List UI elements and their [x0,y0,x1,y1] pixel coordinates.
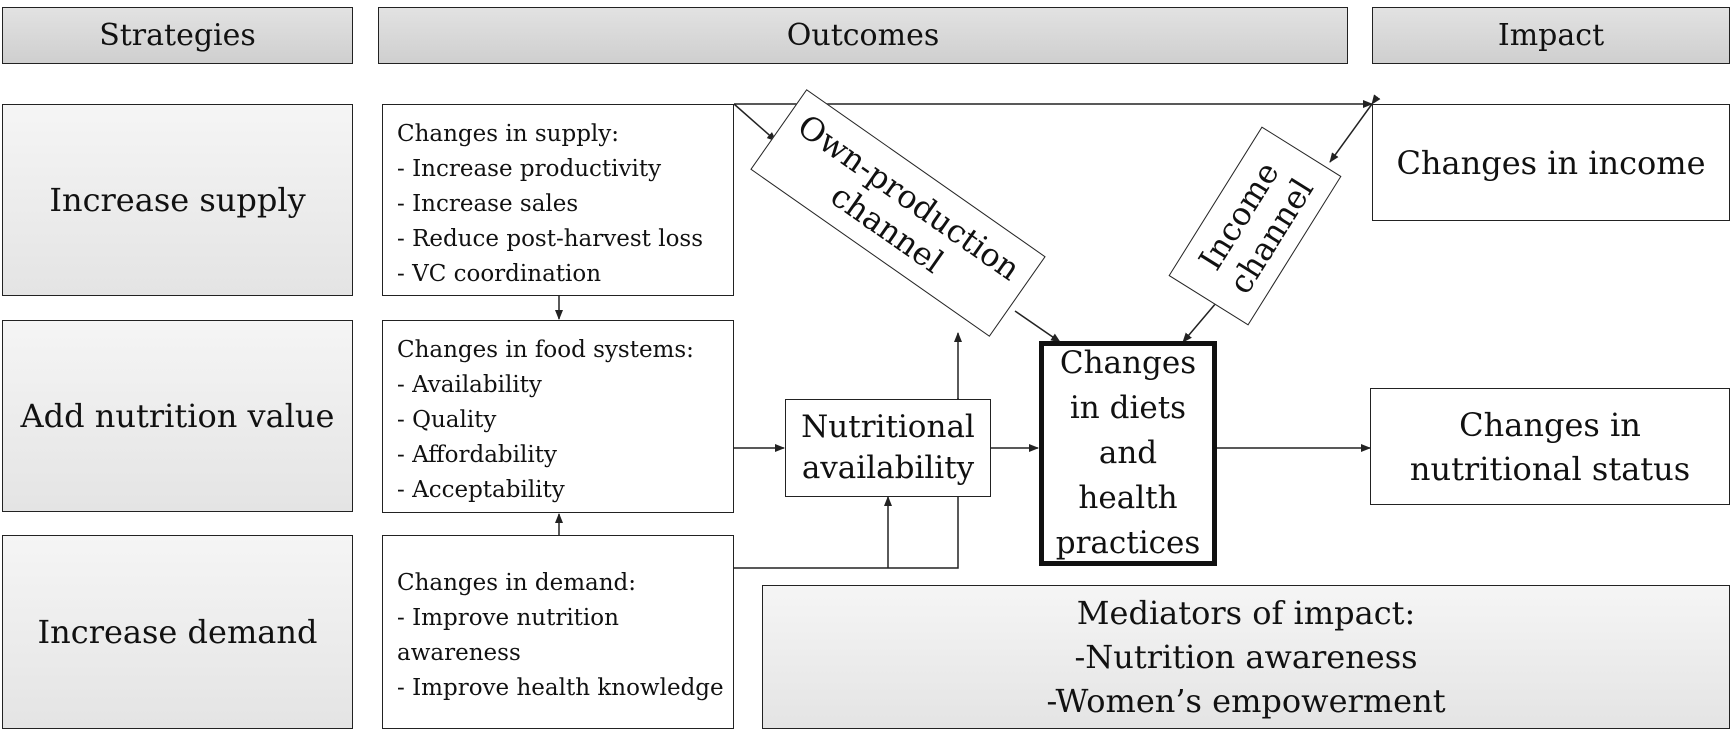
changes-in-diets-box: Changes in diets and health practices [1039,341,1217,566]
arrow-income-to-income-channel [1329,94,1381,163]
changes-in-supply-box: Changes in supply: - Increase productivi… [382,104,734,296]
demand-item: awareness [397,640,521,666]
diets-line: health [1078,480,1178,516]
strategy-add-nutrition-value-label: Add nutrition value [20,397,335,435]
header-outcomes: Outcomes [378,7,1348,64]
mediators-title: Mediators of impact: [1076,594,1416,632]
supply-item: - Increase productivity [397,156,662,182]
food-item: - Quality [397,407,497,433]
food-item: - Affordability [397,442,557,468]
diets-line: in diets [1069,390,1187,426]
changes-in-supply-title: Changes in supply: [397,121,620,147]
demand-item: - Improve nutrition [397,605,619,631]
diets-line: and [1098,435,1158,471]
nutritional-status-line2: nutritional status [1409,449,1691,488]
supply-item: - VC coordination [397,261,602,287]
header-impact-label: Impact [1497,18,1605,53]
arrow-supply-to-own-production [733,103,777,142]
arrow-own-production-to-diets [1014,310,1061,343]
nutritional-availability-box: Nutritional availability [785,399,991,497]
food-item: - Availability [397,372,542,398]
changes-in-demand-title: Changes in demand: [397,570,637,596]
changes-in-food-systems-title: Changes in food systems: [397,337,694,363]
header-outcomes-label: Outcomes [786,18,940,53]
changes-in-demand-box: Changes in demand: - Improve nutrition a… [382,535,734,729]
nutritional-availability-line1: Nutritional [801,409,975,445]
changes-in-income-label: Changes in income [1396,143,1706,182]
demand-item: - Improve health knowledge [397,675,724,701]
strategy-increase-supply: Increase supply [2,104,353,296]
supply-item: - Reduce post-harvest loss [397,226,704,252]
header-strategies-label: Strategies [99,18,256,53]
mediators-of-impact-box: Mediators of impact: -Nutrition awarenes… [762,585,1730,729]
strategy-increase-demand-label: Increase demand [37,613,318,651]
changes-in-income-box: Changes in income [1372,104,1730,221]
food-item: - Acceptability [397,477,565,503]
header-strategies: Strategies [2,7,353,64]
nutritional-availability-line2: availability [801,450,975,486]
supply-item: - Increase sales [397,191,579,217]
changes-in-food-systems-box: Changes in food systems: - Availability … [382,320,734,513]
mediators-item: -Women’s empowerment [1046,682,1446,720]
strategy-add-nutrition-value: Add nutrition value [2,320,353,512]
header-impact: Impact [1372,7,1730,64]
diets-line: Changes [1059,345,1197,381]
changes-in-nutritional-status-box: Changes in nutritional status [1370,388,1730,505]
diets-line: practices [1055,525,1201,561]
strategy-increase-demand: Increase demand [2,535,353,729]
mediators-item: -Nutrition awareness [1074,638,1418,676]
strategy-increase-supply-label: Increase supply [49,181,306,219]
nutritional-status-line1: Changes in [1459,405,1641,444]
